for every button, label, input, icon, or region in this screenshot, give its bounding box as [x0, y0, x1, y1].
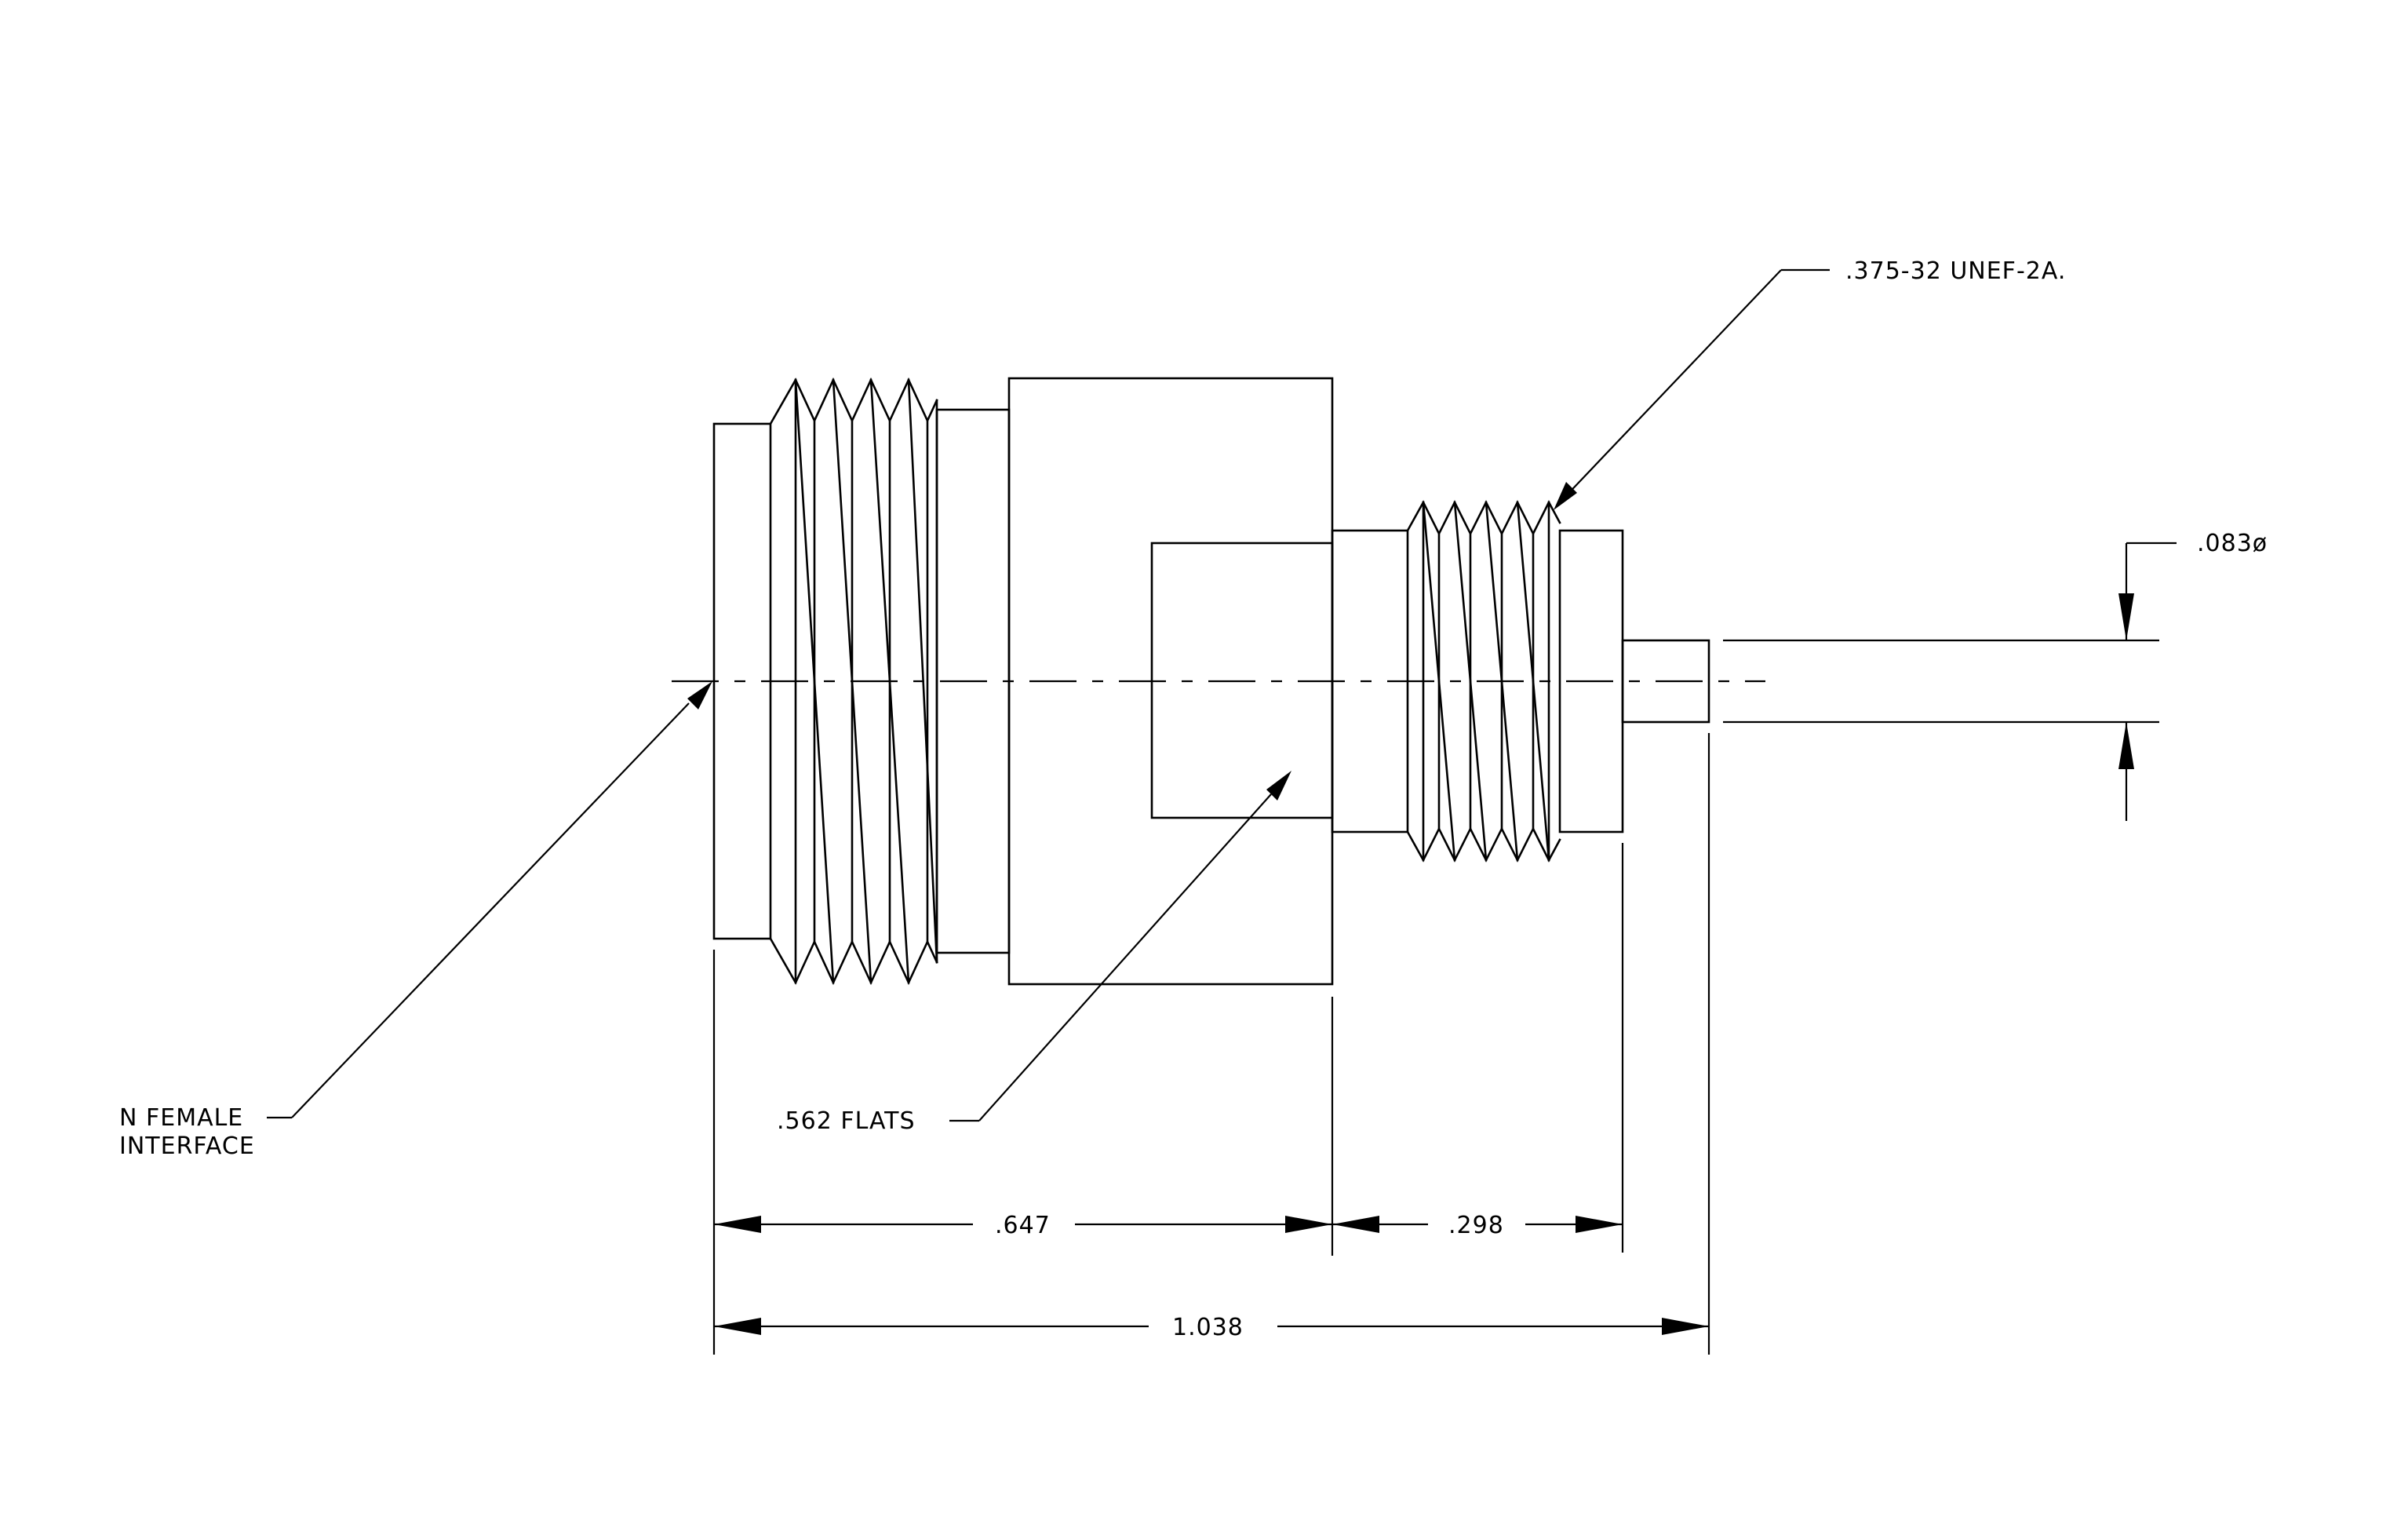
dim-thread-label: .298	[1448, 1212, 1504, 1239]
flats-label: .562 FLATS	[777, 1107, 916, 1135]
interface-label-line2: INTERFACE	[119, 1133, 255, 1160]
dim-overall: 1.038	[714, 1314, 1709, 1341]
pin-diameter-dimension: .083ø	[1723, 530, 2268, 821]
thread-spec-label: .375-32 UNEF-2A.	[1845, 257, 2066, 285]
dim-body-label: .647	[995, 1212, 1051, 1239]
interface-leader: N FEMALE INTERFACE	[119, 681, 712, 1160]
interface-label-line1: N FEMALE	[119, 1104, 243, 1132]
flats-leader: .562 FLATS	[777, 771, 1291, 1135]
pin-diameter-label: .083ø	[2197, 530, 2268, 557]
dim-body: .647	[714, 1212, 1332, 1239]
center-pin	[1621, 639, 1710, 724]
thread-spec-leader: .375-32 UNEF-2A.	[1554, 257, 2066, 510]
dim-thread: .298	[1332, 1212, 1623, 1239]
dim-overall-label: 1.038	[1172, 1314, 1244, 1341]
